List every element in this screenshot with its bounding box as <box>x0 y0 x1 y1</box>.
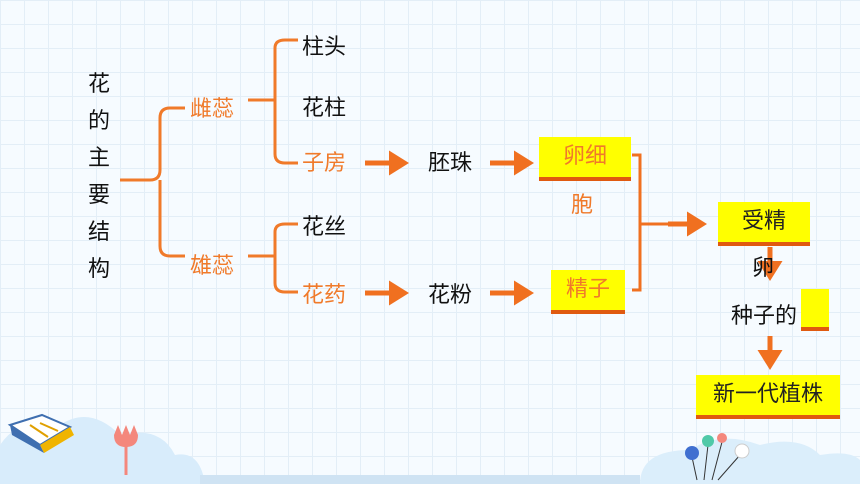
ovary-label: 子房 <box>302 151 347 176</box>
pistil-brace <box>248 38 298 165</box>
fertilization-box: 受精 <box>718 202 810 246</box>
egg-cell-box: 卵细 <box>539 137 631 181</box>
ovule-label: 胚珠 <box>428 151 473 176</box>
title-char: 构 <box>87 257 110 282</box>
filament-label: 花丝 <box>302 215 347 240</box>
anther-label: 花药 <box>302 283 347 308</box>
sperm-box: 精子 <box>551 270 625 314</box>
ground-strip <box>200 475 640 484</box>
pistil-label: 雌蕊 <box>190 97 235 122</box>
cloud-right <box>640 438 860 484</box>
bottom-scenery <box>0 413 860 484</box>
egg-cell-label-cont: 胞 <box>571 193 594 218</box>
title-char: 的 <box>87 109 110 134</box>
book-icon <box>7 413 74 453</box>
stigma-label: 柱头 <box>302 35 347 60</box>
fertilization-brace <box>632 153 672 292</box>
seed-label-line2: 种子的 <box>731 304 798 329</box>
title-char: 花 <box>87 72 110 97</box>
pollen-label: 花粉 <box>428 283 473 308</box>
seed-highlight <box>801 289 829 331</box>
stamen-label: 雄蕊 <box>190 254 235 279</box>
flower-left-icon <box>114 425 138 447</box>
title-char: 主 <box>87 146 110 171</box>
new-plant-box: 新一代植株 <box>696 375 840 419</box>
style-label: 花柱 <box>302 96 347 121</box>
balloons-icon <box>685 433 750 481</box>
title-char: 要 <box>87 183 110 208</box>
stamen-brace <box>248 222 298 294</box>
seed-label-line1: 卵 <box>752 256 775 281</box>
title-char: 结 <box>87 220 110 245</box>
main-brace <box>120 106 185 258</box>
